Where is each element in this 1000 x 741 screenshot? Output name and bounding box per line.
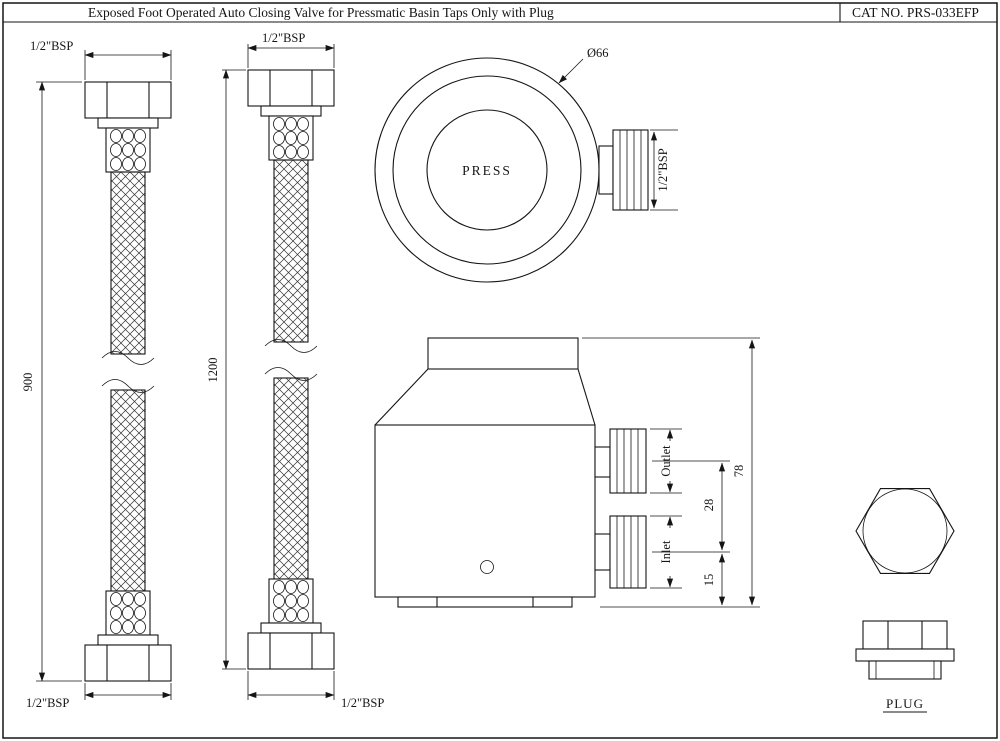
hose-1200-top-bsp-label: 1/2"BSP [262,31,305,45]
hose-1200-length-label: 1200 [206,358,220,383]
hose-1200-bottom-bsp-label: 1/2"BSP [341,696,384,710]
plug-label: PLUG [886,696,924,711]
valve-thread-label: 1/2"BSP [656,148,670,191]
plug-views: PLUG [855,488,955,713]
plug-hex-top-view [855,488,955,574]
port-spacing-label: 28 [702,499,716,512]
press-button-label: PRESS [462,163,512,178]
valve-spout [427,337,579,370]
screw-icon [480,560,494,574]
valve-body [374,424,596,598]
press-button-circle [426,109,548,231]
total-height-label: 78 [732,465,746,478]
inlet-port [609,515,647,589]
hose-1200: 1/2"BSP 1/2"BSP 1200 [206,31,384,710]
valve-base [397,596,573,608]
top-view-thread-port [612,129,649,211]
hose-900: 1/2"BSP 1/2"BSP 900 [21,39,172,710]
valve-top-view: PRESS Ø66 1/2"BSP [374,46,678,283]
diameter-label: Ø66 [587,46,609,60]
drawing-title: Exposed Foot Operated Auto Closing Valve… [88,5,554,20]
hose-900-bottom-bsp-label: 1/2"BSP [26,696,69,710]
valve-side-view: Outlet Inlet 28 15 78 [374,337,760,608]
title-bar: Exposed Foot Operated Auto Closing Valve… [88,5,979,20]
hose-900-top-bsp-label: 1/2"BSP [30,39,73,53]
catalog-number: CAT NO. PRS-033EFP [852,5,979,20]
inlet-height-label: 15 [702,574,716,587]
outlet-port [609,428,647,494]
plug-head-side-view [862,620,948,650]
hose-900-length-label: 900 [21,373,35,392]
